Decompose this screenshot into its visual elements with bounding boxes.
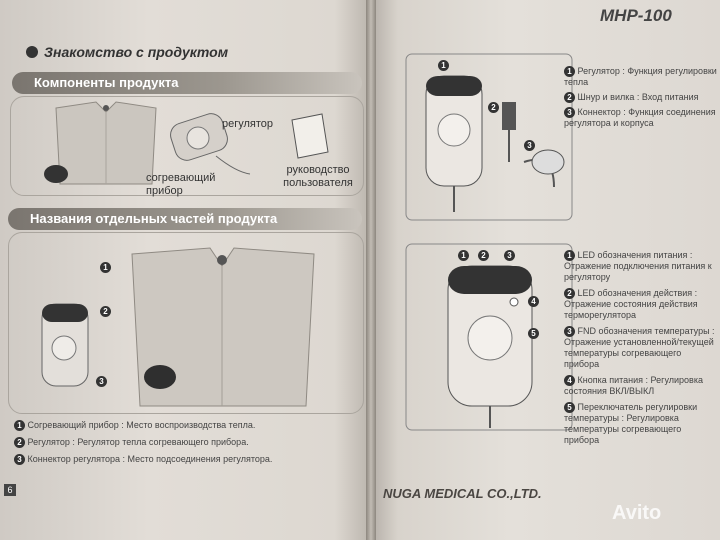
connector-large-illustration [144, 365, 176, 389]
legend-item: 3 Коннектор регулятора : Место подсоедин… [14, 454, 272, 465]
label-regulator: регулятор [222, 118, 274, 130]
list-item: 1 LED обозначения питания : Отражение по… [564, 250, 712, 282]
vest-illustration [55, 101, 157, 185]
parts-title-bar: Названия отдельных частей продукта [8, 208, 362, 230]
list-item: 3 Коннектор : Функция соединения регулят… [564, 107, 716, 128]
components-box [10, 96, 364, 196]
top-items-list: 1 Регулятор : Функция регулировки тепла … [564, 66, 718, 129]
watermark: Avito [612, 502, 662, 524]
controller-illustration [170, 113, 251, 175]
callout-1: 1 [438, 60, 449, 71]
book-spine [366, 0, 376, 540]
components-title-bar: Компоненты продукта [12, 72, 362, 94]
connector-illustration [44, 165, 68, 183]
callout-1: 1 [458, 250, 469, 261]
label-heater: согревающий прибор [146, 172, 216, 197]
callout-3: 3 [96, 376, 107, 387]
callout-3: 3 [524, 140, 535, 151]
legend-item: 1 Согревающий прибор : Место воспроизвод… [14, 420, 272, 431]
callout-4: 4 [528, 296, 539, 307]
controller-large-illustration [41, 303, 89, 387]
callout-2: 2 [100, 306, 111, 317]
right-page: 1 2 3 1 Регулятор : Функция регулировки … [370, 0, 720, 540]
callout-3: 3 [504, 250, 515, 261]
model-title: MHP-100 [600, 6, 672, 25]
bullet-icon [26, 46, 38, 58]
list-item: 2 Шнур и вилка : Вход питания [564, 92, 718, 103]
vest-large-illustration [131, 247, 315, 407]
list-item: 2 LED обозначения действия : Отражение с… [564, 288, 698, 320]
regulator-diagram-bottom [405, 243, 573, 431]
callout-2: 2 [488, 102, 499, 113]
regulator-diagram-top [405, 53, 573, 221]
callout-1: 1 [100, 262, 111, 273]
list-item: 5 Переключатель регулировки температуры … [564, 402, 698, 445]
list-item: 3 FND обозначения температуры : Отражени… [564, 326, 715, 369]
page-number: 6 [4, 484, 16, 496]
parts-box [8, 232, 364, 414]
legend-item: 2 Регулятор : Регулятор тепла согревающе… [14, 437, 272, 448]
brand-logo: NUGA MEDICAL CO.,LTD. [383, 486, 542, 501]
label-manual: руководство пользователя [283, 164, 353, 189]
legend-list: 1 Согревающий прибор : Место воспроизвод… [14, 420, 272, 465]
bottom-items-list: 1 LED обозначения питания : Отражение по… [564, 250, 718, 446]
callout-2: 2 [478, 250, 489, 261]
manual-illustration [291, 113, 329, 159]
list-item: 4 Кнопка питания : Регулировка состояния… [564, 375, 703, 396]
callout-5: 5 [528, 328, 539, 339]
intro-title: Знакомство с продуктом [26, 44, 228, 60]
list-item: 1 Регулятор : Функция регулировки тепла [564, 66, 717, 87]
left-page: Знакомство с продуктом Компоненты продук… [0, 0, 372, 540]
